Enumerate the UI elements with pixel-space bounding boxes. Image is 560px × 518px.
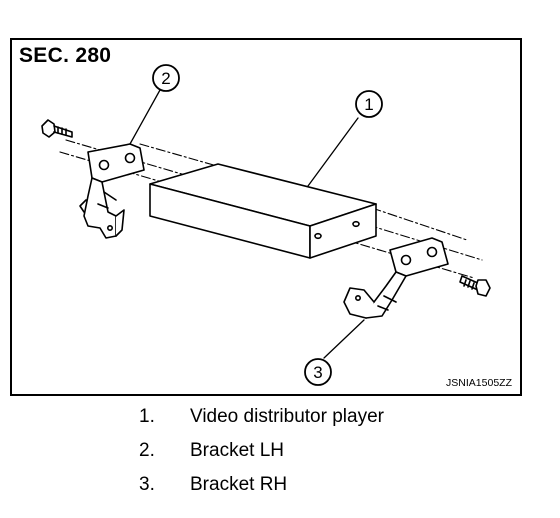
callout-2-label: 2 xyxy=(161,69,170,88)
bracket-lh xyxy=(79,143,145,239)
diagram-frame: SEC. 280 xyxy=(10,38,522,396)
legend-number: 2. xyxy=(139,440,155,461)
exploded-view-drawing: 1 2 3 xyxy=(41,64,491,386)
legend-number: 1. xyxy=(139,406,155,427)
bracket-rh xyxy=(343,237,449,319)
screw-left xyxy=(41,119,73,138)
legend-text: Bracket LH xyxy=(190,440,284,461)
legend-number: 3. xyxy=(139,474,155,495)
screw-right xyxy=(459,275,491,297)
section-label: SEC. 280 xyxy=(19,44,112,67)
callout-circles xyxy=(152,64,383,386)
image-code: JSNIA1505ZZ xyxy=(446,377,512,389)
legend-text: Bracket RH xyxy=(190,474,288,495)
video-distributor-player xyxy=(149,163,377,259)
callout-1-label: 1 xyxy=(364,95,373,114)
legend-text: Video distributor player xyxy=(190,406,384,427)
callout-3-label: 3 xyxy=(313,363,322,382)
leader-lines xyxy=(129,89,365,359)
